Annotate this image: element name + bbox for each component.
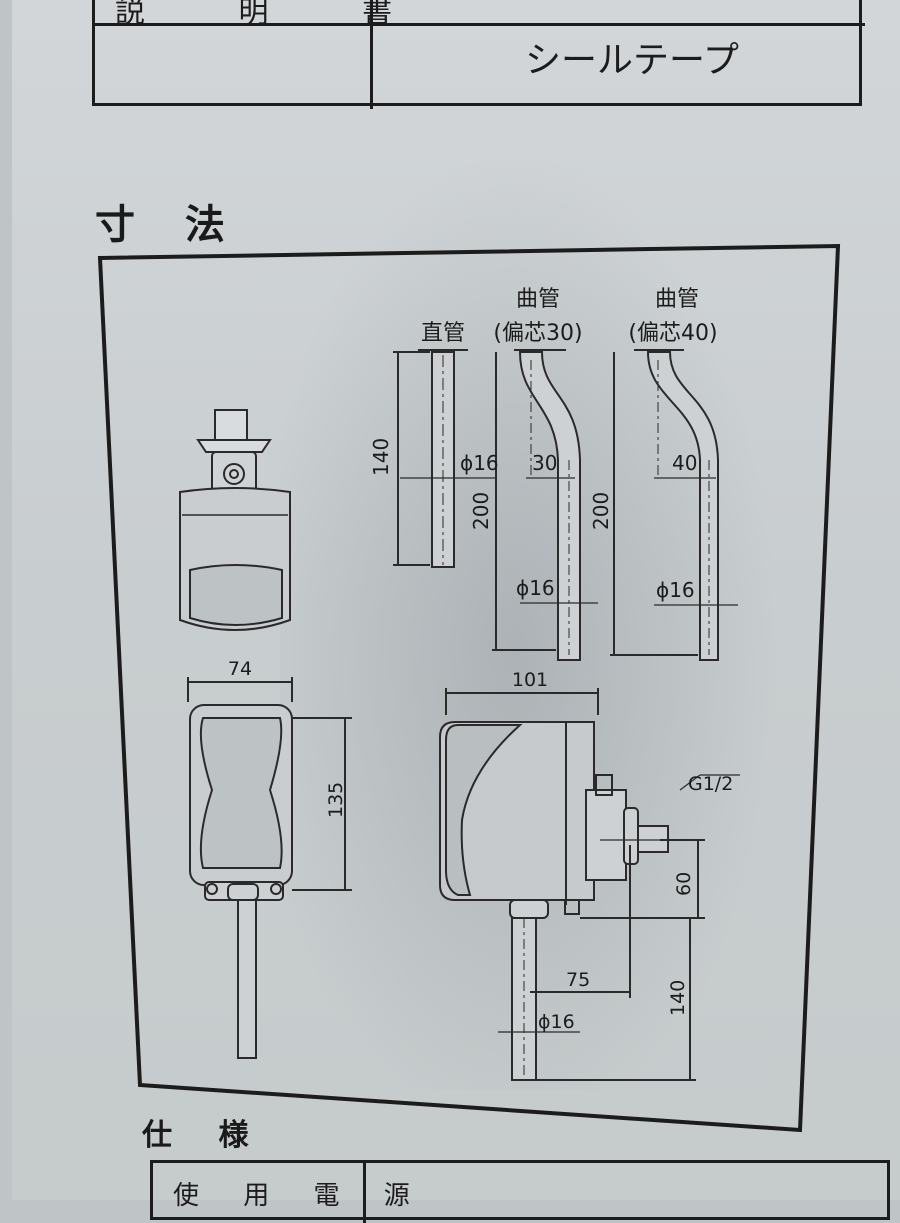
dim-140-straight: 140 (369, 438, 393, 476)
dim-200-bent: 200 (589, 492, 613, 530)
diagram-border (97, 243, 841, 1133)
offset-30: 30 (532, 451, 557, 475)
bent-pipe-30-drawing (492, 349, 598, 661)
bent-pipe-30-subtitle: (偏芯30) (493, 321, 582, 346)
dim-101-width: 101 (512, 669, 548, 691)
thread-g12: G1/2 (688, 773, 733, 795)
bent-pipe-40-title: 曲管 (655, 287, 699, 312)
dim-75: 75 (566, 969, 590, 991)
spec-table: 使 用 電 源 (150, 1160, 890, 1223)
dim-140-side: 140 (667, 980, 689, 1016)
section-title-dimensions: 寸 法 (95, 202, 243, 248)
straight-pipe-drawing (393, 349, 495, 568)
offset-40: 40 (672, 451, 697, 475)
packaging-surface (12, 0, 900, 1200)
phi16-bent-40: ϕ16 (656, 578, 695, 602)
back-view-drawing (187, 677, 352, 1059)
table-row-divider (95, 23, 865, 26)
dim-135-height: 135 (325, 782, 347, 818)
front-view-drawing (179, 409, 291, 631)
bent-pipe-40-drawing (610, 349, 738, 661)
bent-pipe-30-title: 曲管 (516, 287, 560, 312)
top-table-right-cell: シールテープ (525, 40, 739, 81)
phi16-side: ϕ16 (538, 1011, 575, 1033)
dim-74-width: 74 (228, 658, 252, 680)
top-table: 説 明 書 シールテープ (92, 0, 865, 109)
phi16-bent-30: ϕ16 (516, 576, 555, 600)
bent-pipe-40-subtitle: (偏芯40) (628, 321, 717, 346)
straight-pipe-title: 直管 (421, 321, 465, 346)
section-title-specs: 仕 様 (142, 1118, 267, 1153)
spec-table-divider (363, 1163, 366, 1223)
dim-60: 60 (673, 872, 695, 896)
top-table-left-cell: 説 明 書 (115, 0, 435, 30)
dim-200-straight: 200 (469, 492, 493, 530)
spec-row-label: 使 用 電 源 (173, 1181, 428, 1211)
table-column-divider (370, 0, 373, 109)
phi16-straight: ϕ16 (460, 451, 499, 475)
side-view-drawing (439, 688, 740, 1081)
